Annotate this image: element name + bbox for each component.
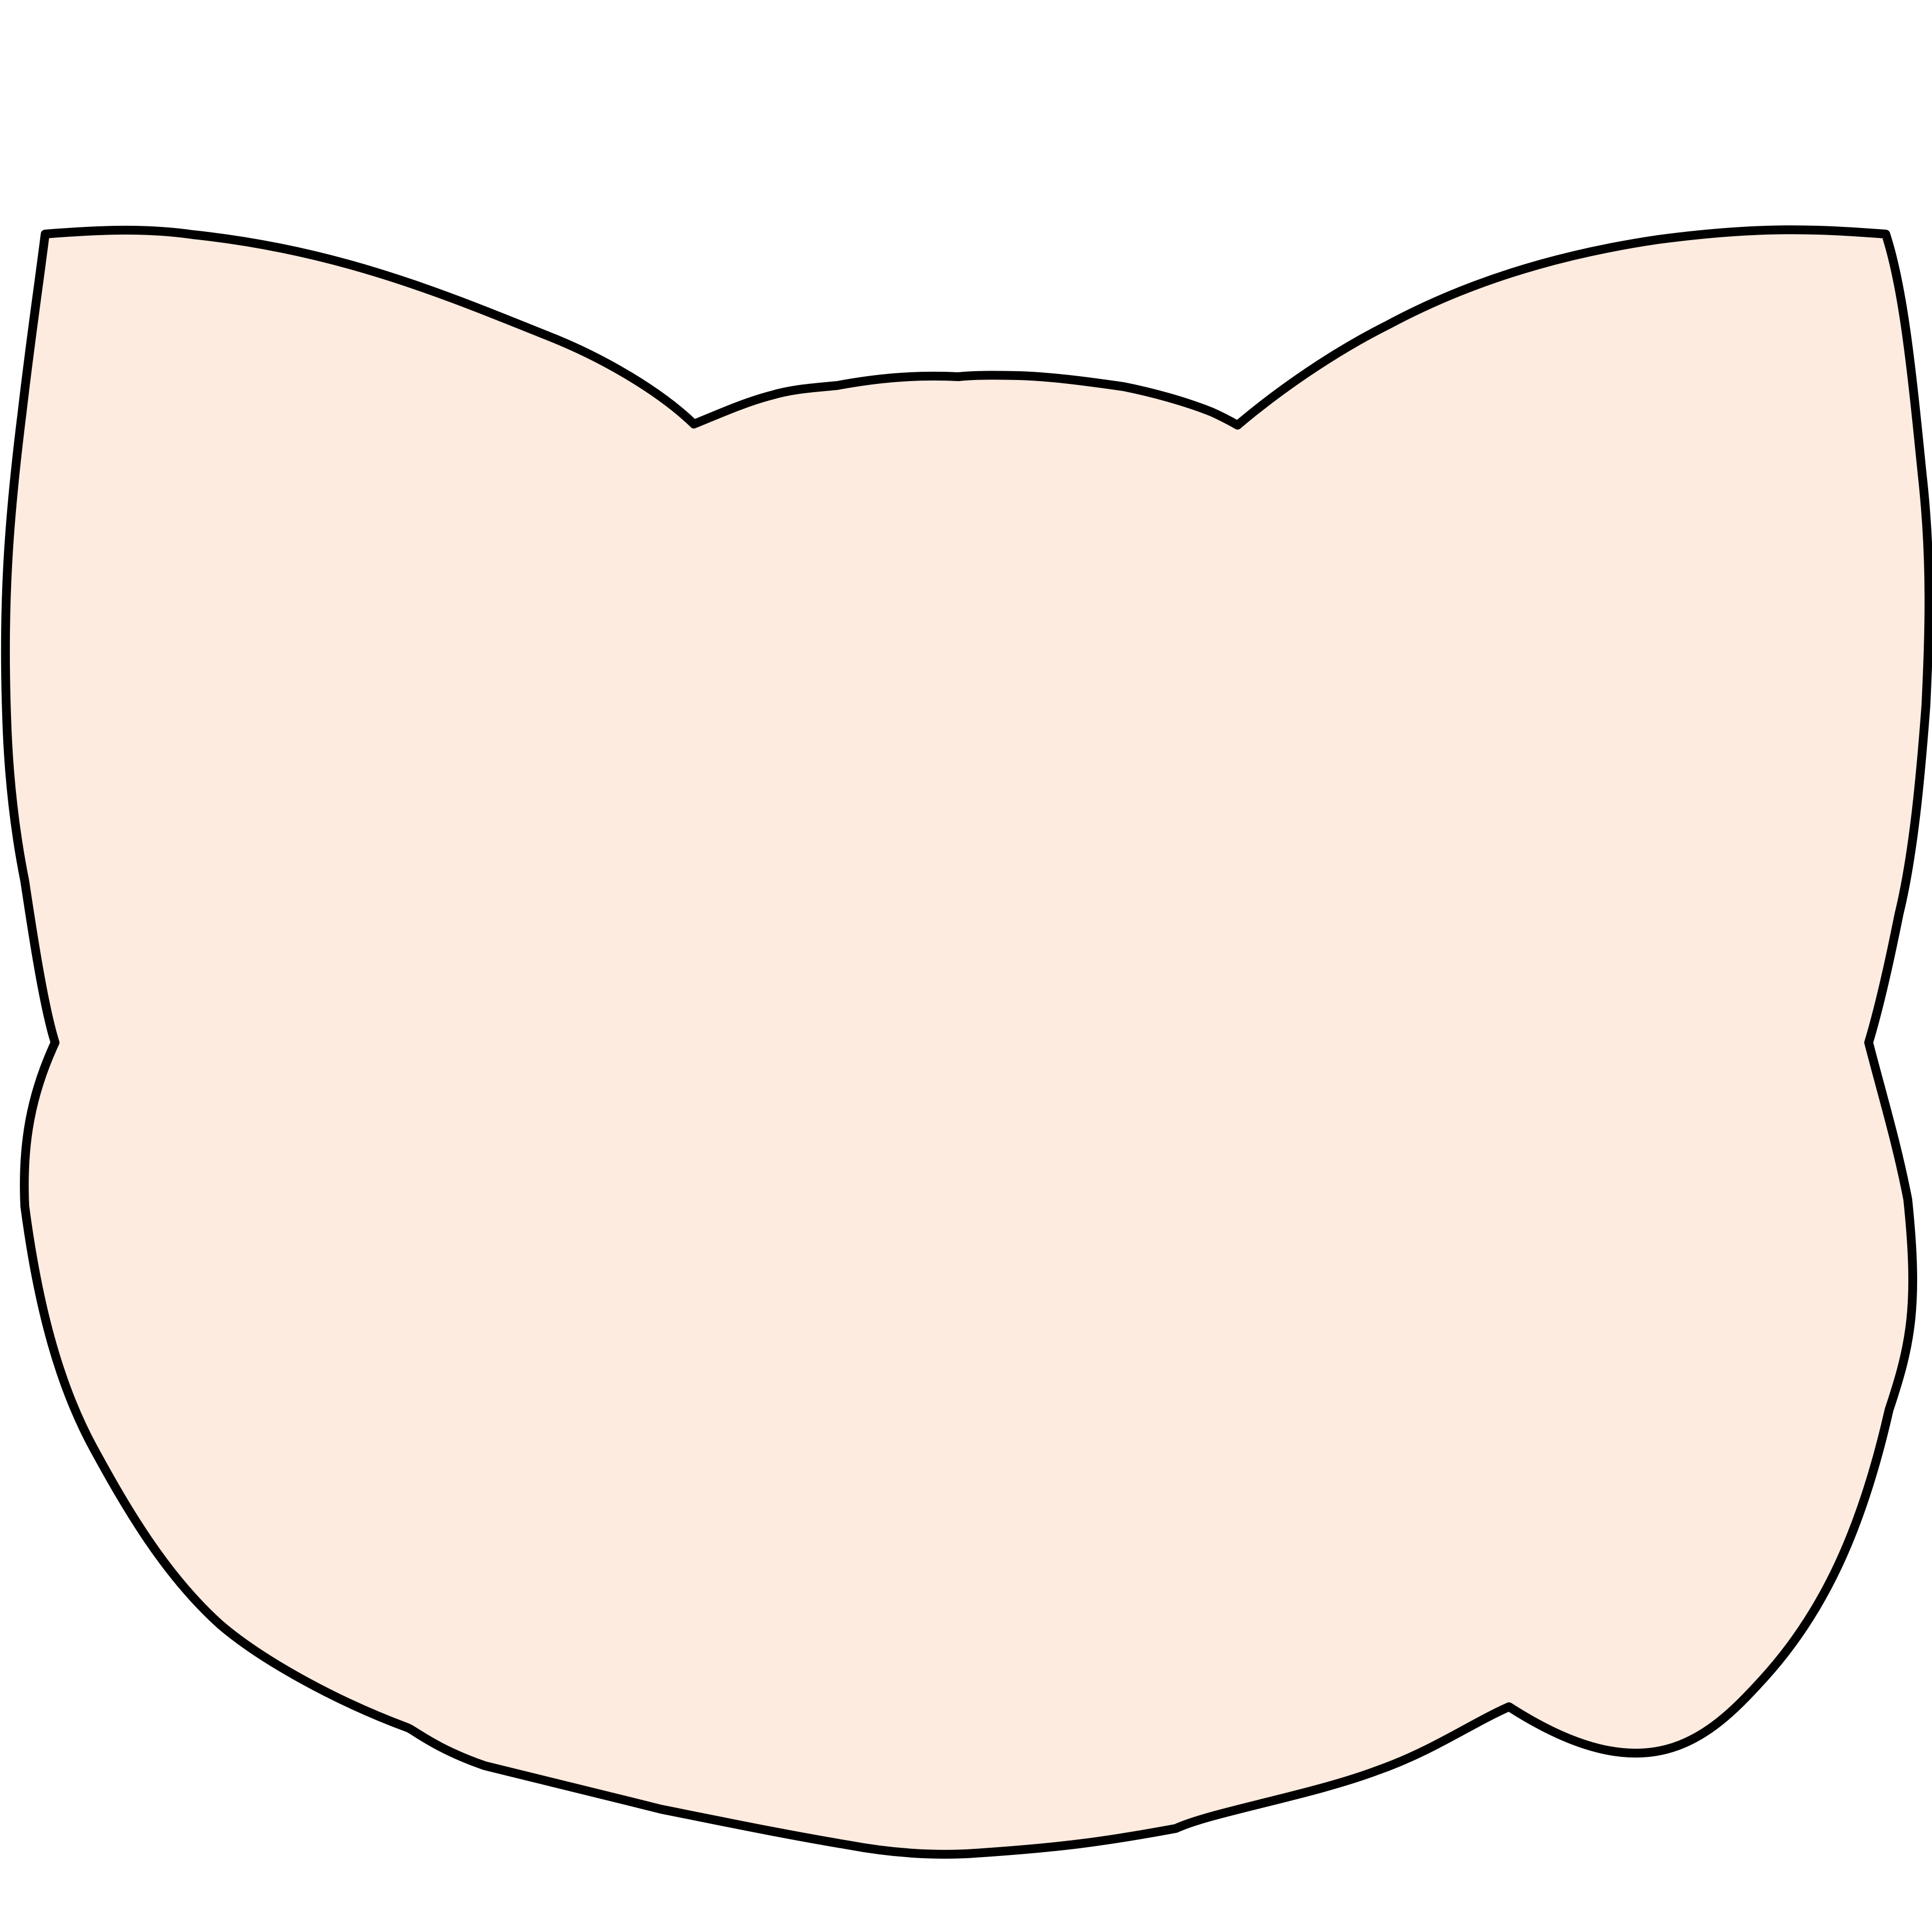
cat-head-shape xyxy=(1,225,1932,1859)
